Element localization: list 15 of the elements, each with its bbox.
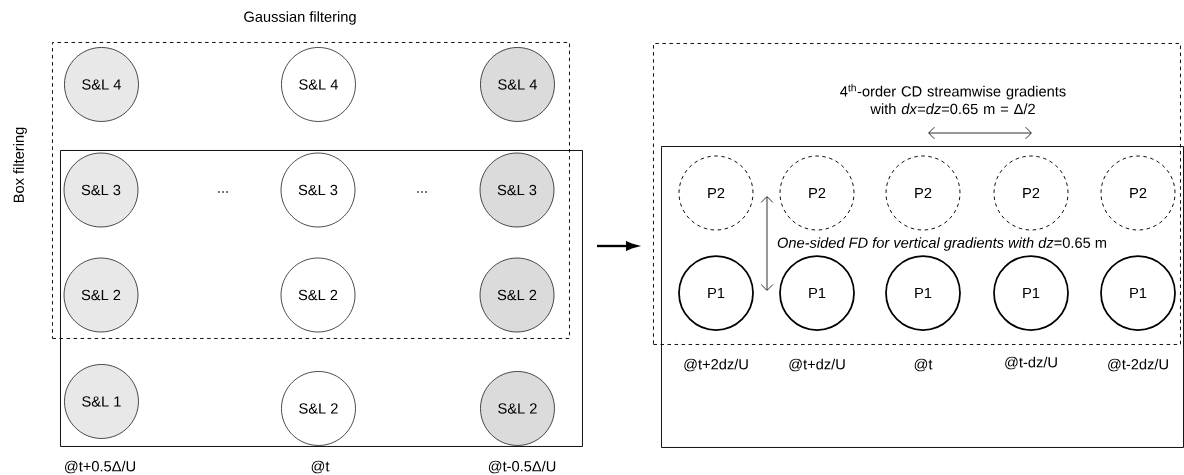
heading: Box filtering — [13, 127, 27, 203]
ellipsis: ... — [218, 191, 228, 193]
time-label: @t+0.5Δ/U — [65, 460, 135, 474]
arrow — [597, 241, 638, 251]
time-label: @t-0.5Δ/U — [488, 460, 556, 474]
time-label: @t-dz/U — [1005, 356, 1057, 370]
heading: Gaussian filtering — [244, 11, 356, 25]
time-label: @t+2dz/U — [684, 358, 748, 372]
time-label: @t+dz/U — [789, 358, 845, 372]
annotation: One-sided FD for vertical gradients with dz=0.65 m — [777, 237, 1107, 251]
time-label: @t — [914, 358, 933, 372]
time-label: @t — [311, 460, 330, 474]
time-label: @t-2dz/U — [1108, 358, 1168, 372]
ellipsis: ... — [417, 191, 427, 193]
heading: 4$^{th}$-order CD streamwise gradients with dx=dz=0.65 m = Δ/2 — [840, 83, 1066, 115]
